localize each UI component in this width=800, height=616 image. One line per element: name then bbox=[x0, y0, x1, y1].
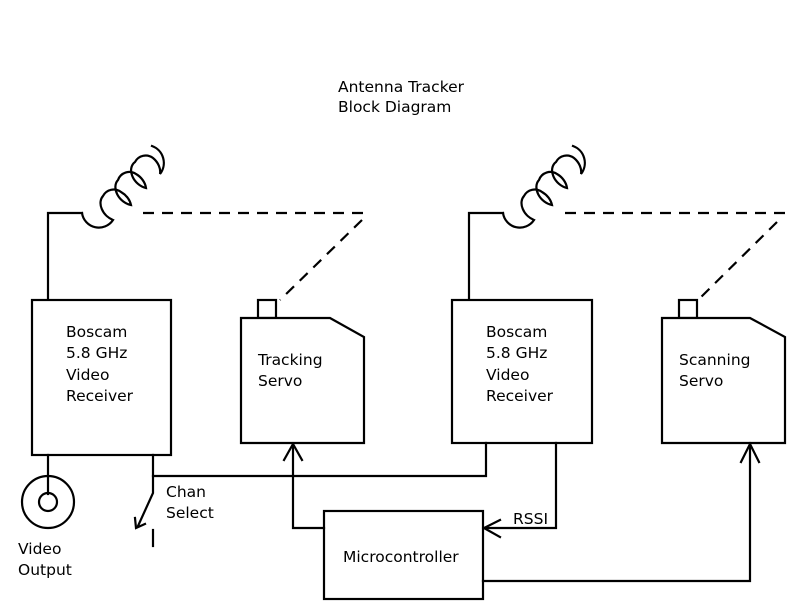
rssi-arrowhead-icon bbox=[481, 518, 502, 539]
tracking-servo-line-1: Tracking bbox=[257, 351, 323, 369]
rssi-line bbox=[482, 441, 558, 530]
tracking-servo-block[interactable]: Tracking Servo bbox=[239, 298, 366, 445]
chan-select-bus-line bbox=[151, 441, 488, 478]
chan-select-label-1: Chan bbox=[166, 483, 206, 501]
right-antenna-coil bbox=[501, 144, 586, 229]
left-beam-dashed-diagonal bbox=[279, 219, 363, 301]
receiver-right-line-2: 5.8 GHz bbox=[486, 344, 547, 362]
title-line-2: Block Diagram bbox=[338, 98, 451, 116]
receiver-right-box bbox=[450, 298, 594, 445]
tracking-servo-box bbox=[239, 316, 366, 445]
tracking-control-line bbox=[291, 442, 326, 530]
receiver-left-line-1: Boscam bbox=[66, 323, 127, 341]
left-antenna-coil bbox=[80, 144, 165, 229]
receiver-left-line-4: Receiver bbox=[66, 387, 134, 405]
receiver-right-line-3: Video bbox=[486, 366, 529, 384]
microcontroller-box bbox=[322, 509, 485, 601]
scanning-control-arrowhead-icon bbox=[739, 441, 761, 464]
right-beam-dashed-diagonal bbox=[697, 221, 778, 301]
scanning-servo-line-1: Scanning bbox=[679, 351, 750, 369]
scanning-control-line bbox=[481, 442, 752, 583]
tracking-servo-tab bbox=[256, 298, 278, 320]
video-output-label-2: Output bbox=[18, 561, 72, 579]
receiver-right-block[interactable]: Boscam 5.8 GHz Video Receiver bbox=[450, 298, 594, 445]
chan-select-label-2: Select bbox=[166, 504, 214, 522]
video-output-connector-icon bbox=[20, 453, 76, 530]
microcontroller-label: Microcontroller bbox=[343, 548, 459, 566]
receiver-right-line-1: Boscam bbox=[486, 323, 547, 341]
right-helical-antenna-icon bbox=[467, 144, 586, 302]
chan-select-switch-arm bbox=[136, 453, 155, 528]
right-antenna-feed-line bbox=[467, 211, 505, 302]
receiver-left-box bbox=[30, 298, 173, 457]
receiver-left-line-3: Video bbox=[66, 366, 109, 384]
scanning-servo-block[interactable]: Scanning Servo bbox=[660, 298, 787, 445]
left-helical-antenna-icon bbox=[46, 144, 165, 302]
video-output-outer-ring bbox=[20, 474, 76, 530]
receiver-right-line-4: Receiver bbox=[486, 387, 554, 405]
receiver-left-block[interactable]: Boscam 5.8 GHz Video Receiver bbox=[30, 298, 173, 457]
scanning-servo-tab bbox=[677, 298, 699, 320]
title-line-1: Antenna Tracker bbox=[338, 78, 465, 96]
left-antenna-feed-line bbox=[46, 211, 84, 302]
chan-select-switch-arrowhead-icon bbox=[133, 516, 147, 530]
receiver-left-line-2: 5.8 GHz bbox=[66, 344, 127, 362]
scanning-servo-line-2: Servo bbox=[679, 372, 723, 390]
tracking-control-arrowhead-icon bbox=[282, 441, 304, 462]
video-output-inner-ring bbox=[37, 491, 59, 513]
rssi-label: RSSI bbox=[513, 510, 548, 528]
video-output-label-1: Video bbox=[18, 540, 61, 558]
tracking-servo-line-2: Servo bbox=[258, 372, 302, 390]
microcontroller-block[interactable]: Microcontroller bbox=[322, 509, 485, 601]
scanning-servo-box bbox=[660, 316, 787, 445]
